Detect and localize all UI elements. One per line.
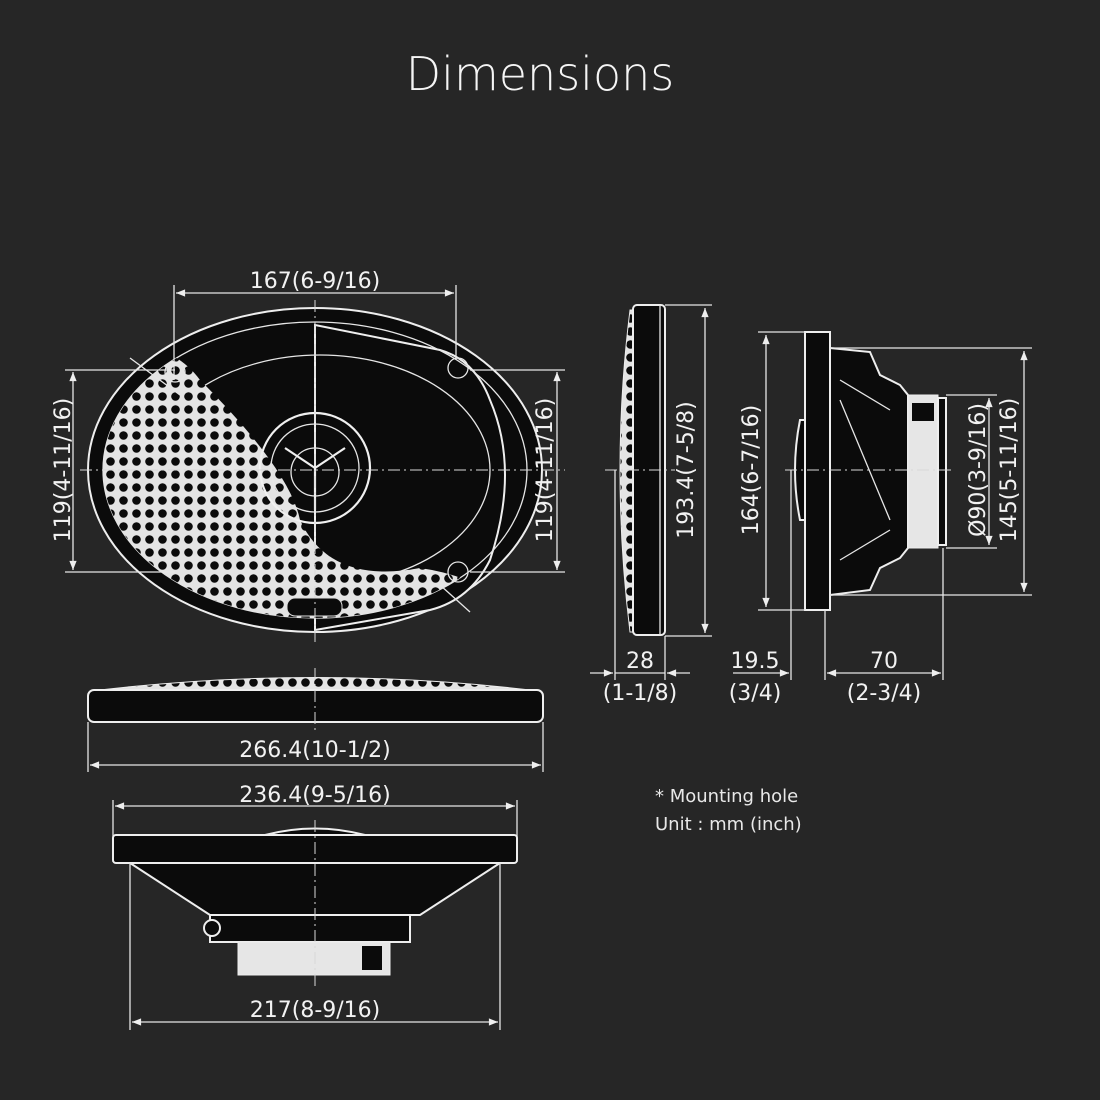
dimension-grille-height: 193.4(7-5/8) bbox=[674, 401, 699, 539]
front-view: 167(6-9/16) 119(4-11/16) 119(4-11/16) bbox=[51, 269, 565, 645]
dimension-front-depth-in: (3/4) bbox=[729, 681, 782, 706]
dimension-height-left: 119(4-11/16) bbox=[51, 398, 76, 543]
dimension-grille-depth-mm: 28 bbox=[626, 649, 654, 674]
dimension-grille-depth-in: (1-1/8) bbox=[603, 681, 678, 706]
note-mounting-hole: * Mounting hole bbox=[655, 786, 798, 807]
dimension-height-right: 119(4-11/16) bbox=[533, 398, 558, 543]
dimension-mount-depth-in: (2-3/4) bbox=[847, 681, 922, 706]
dimension-front-depth-mm: 19.5 bbox=[731, 649, 780, 674]
page-title: Dimensions bbox=[406, 47, 674, 101]
mounting-hole-icon bbox=[164, 357, 469, 583]
dimension-basket-height: 145(5-11/16) bbox=[997, 398, 1022, 543]
profile-view: 266.4(10-1/2) bbox=[87, 668, 544, 772]
dimension-mount-depth-mm: 70 bbox=[870, 649, 898, 674]
dimension-overall-width: 266.4(10-1/2) bbox=[239, 738, 391, 763]
dimension-magnet-diameter: Ø90(3-9/16) bbox=[966, 403, 991, 537]
basket bbox=[829, 346, 909, 597]
terminal bbox=[203, 919, 221, 937]
bottom-view: 236.4(9-5/16) 217(8-9/16) bbox=[112, 783, 518, 1030]
dimension-flange-width: 236.4(9-5/16) bbox=[239, 783, 391, 808]
dimension-hole-spacing: 167(6-9/16) bbox=[250, 269, 381, 294]
dimension-basket-width: 217(8-9/16) bbox=[250, 998, 381, 1023]
flange bbox=[804, 331, 831, 611]
grille-side-view: 193.4(7-5/8) 28 (1-1/8) bbox=[590, 304, 712, 706]
speaker-side-view: 164(6-7/16) Ø90(3-9/16) 145(5-11/16) 19.… bbox=[729, 331, 1032, 706]
note-unit: Unit : mm (inch) bbox=[655, 814, 802, 835]
dimension-flange-height: 164(6-7/16) bbox=[739, 405, 764, 536]
